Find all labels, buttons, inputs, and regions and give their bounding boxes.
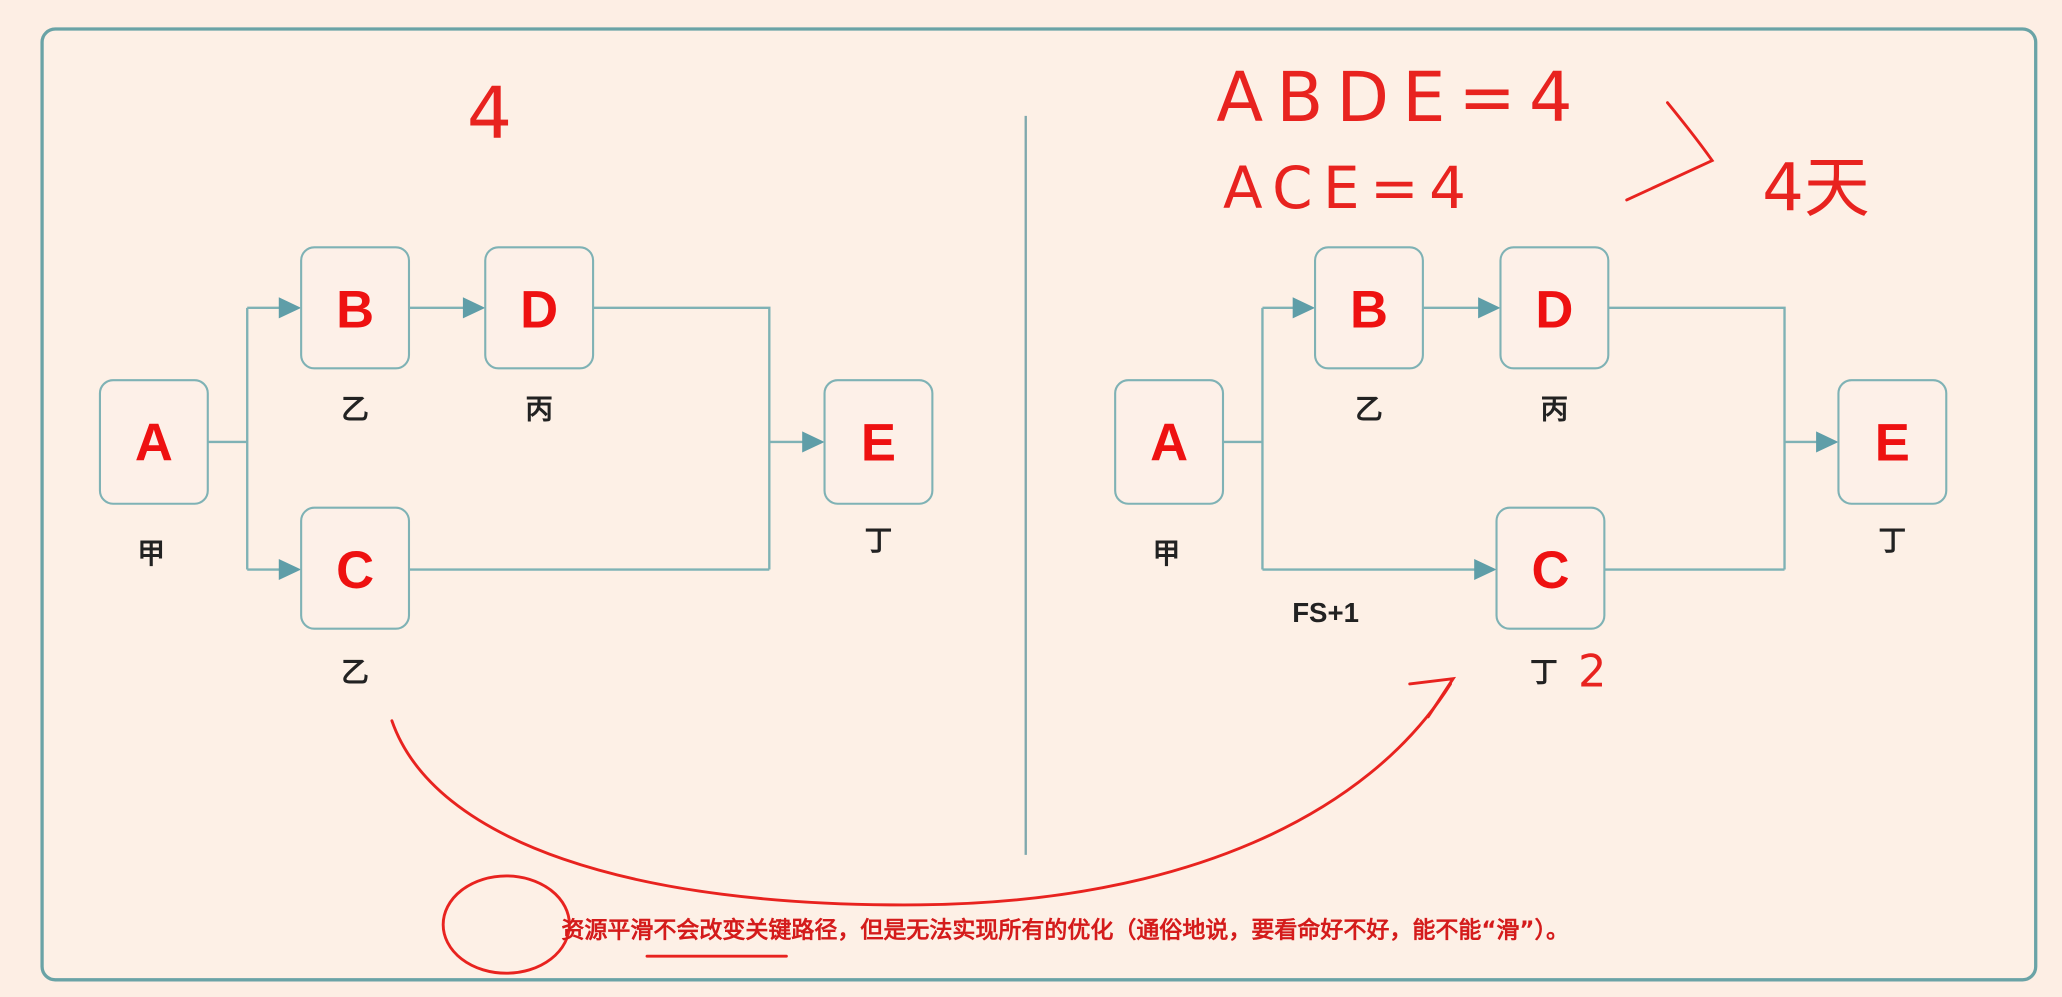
lag-label: FS+1 (1292, 597, 1359, 628)
handwritten-path-ace: ACE=4 (1223, 154, 1476, 222)
node-b-label: B (1350, 281, 1388, 340)
node-b (1313, 246, 1424, 370)
connectors (207, 306, 807, 571)
left-diagram: A B D C E 甲 乙 丙 乙 丁 4 (98, 72, 934, 688)
node-a-label: A (1150, 413, 1188, 472)
node-e (1837, 379, 1948, 505)
node-d (1499, 246, 1610, 370)
right-diagram: A B D C E 甲 乙 丙 丁 丁 FS+1 2 ABDE=4 ACE=4 … (1114, 59, 1948, 698)
node-a (98, 379, 209, 505)
resource-b: 乙 (341, 392, 369, 425)
node-b-label: B (336, 281, 374, 340)
node-c (1495, 506, 1606, 630)
node-d-label: D (1535, 281, 1573, 340)
node-c (300, 506, 411, 630)
resource-a: 甲 (137, 537, 165, 570)
arrow-to-d (462, 297, 486, 319)
arrow-to-c (1474, 558, 1497, 581)
node-d (484, 246, 595, 370)
arrow-to-e (802, 431, 825, 453)
connectors (1222, 306, 1822, 571)
node-e-label: E (1875, 413, 1910, 472)
node-e (823, 379, 934, 505)
resource-c: 丁 (1530, 655, 1558, 688)
handwritten-arrowhead (1408, 676, 1457, 719)
handwritten-result: 4天 (1762, 150, 1870, 227)
node-c-label: C (1531, 541, 1569, 600)
handwritten-circle (441, 874, 571, 975)
slide-frame (40, 27, 2038, 982)
handwritten-resource-change: 2 (1578, 645, 1606, 698)
handwritten-brace (1625, 101, 1715, 202)
handwritten-curve-arrow (390, 682, 1452, 907)
node-e-label: E (861, 413, 896, 472)
resource-e: 丁 (1879, 524, 1907, 557)
resource-e: 丁 (865, 524, 893, 557)
node-a-label: A (135, 413, 173, 472)
arrow-to-d (1478, 297, 1501, 319)
node-d-label: D (520, 281, 558, 340)
footer-note: 资源平滑不会改变关键路径，但是无法实现所有的优化（通俗地说，要看命好不好，能不能… (561, 917, 1569, 944)
node-b (300, 246, 411, 370)
resource-a: 甲 (1153, 537, 1181, 570)
arrow-to-c (278, 558, 302, 581)
arrow-to-e (1816, 431, 1839, 453)
node-a (1114, 379, 1225, 505)
handwritten-path-abde: ABDE=4 (1216, 59, 1585, 138)
resource-c: 乙 (341, 655, 369, 688)
arrow-to-b (1292, 297, 1316, 319)
resource-d: 丙 (525, 392, 553, 425)
node-c-label: C (336, 541, 374, 600)
handwritten-duration: 4 (467, 72, 512, 155)
resource-b: 乙 (1355, 392, 1383, 425)
arrow-to-b (278, 297, 302, 319)
resource-d: 丙 (1541, 392, 1569, 425)
